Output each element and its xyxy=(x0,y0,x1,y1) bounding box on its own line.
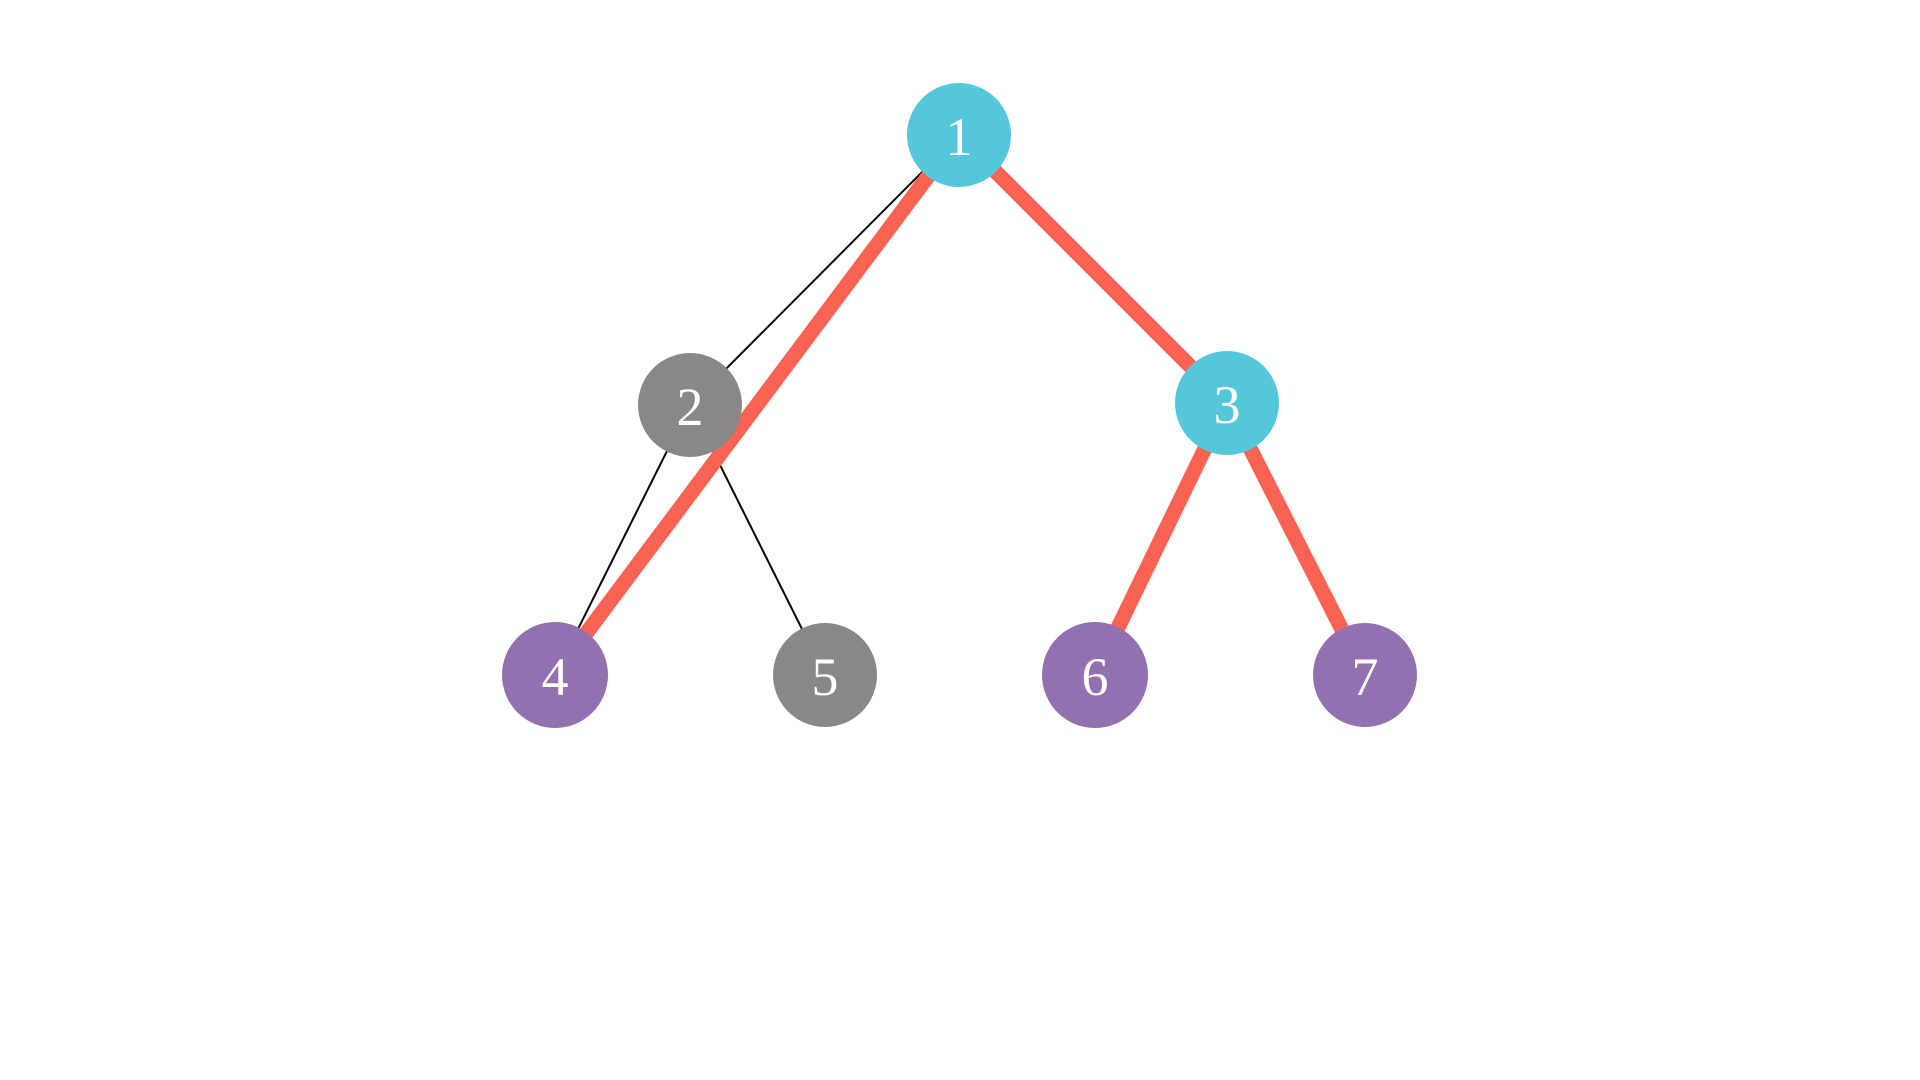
tree-node-6[interactable]: 6 xyxy=(1042,622,1148,728)
node-circle-3[interactable] xyxy=(1175,351,1279,455)
node-label-3: 3 xyxy=(1214,375,1241,435)
node-circle-5[interactable] xyxy=(773,623,877,727)
tree-node-2[interactable]: 2 xyxy=(638,353,742,457)
node-layer: 1 2 3 4 5 6 7 xyxy=(502,83,1417,728)
edge-1-2 xyxy=(689,134,960,406)
tree-node-4[interactable]: 4 xyxy=(502,622,608,728)
node-label-6: 6 xyxy=(1082,647,1109,707)
node-circle-6[interactable] xyxy=(1042,622,1148,728)
node-circle-4[interactable] xyxy=(502,622,608,728)
node-label-1: 1 xyxy=(946,107,973,167)
edge-1-3 xyxy=(953,129,1233,409)
tree-node-3[interactable]: 3 xyxy=(1175,351,1279,455)
node-circle-7[interactable] xyxy=(1313,623,1417,727)
node-label-4: 4 xyxy=(542,647,569,707)
node-label-2: 2 xyxy=(677,377,704,437)
node-label-5: 5 xyxy=(812,647,839,707)
node-circle-1[interactable] xyxy=(907,83,1011,187)
edge-1-4 xyxy=(548,130,966,680)
tree-node-7[interactable]: 7 xyxy=(1313,623,1417,727)
node-circle-2[interactable] xyxy=(638,353,742,457)
node-label-7: 7 xyxy=(1352,647,1379,707)
tree-node-5[interactable]: 5 xyxy=(773,623,877,727)
tree-node-1[interactable]: 1 xyxy=(907,83,1011,187)
